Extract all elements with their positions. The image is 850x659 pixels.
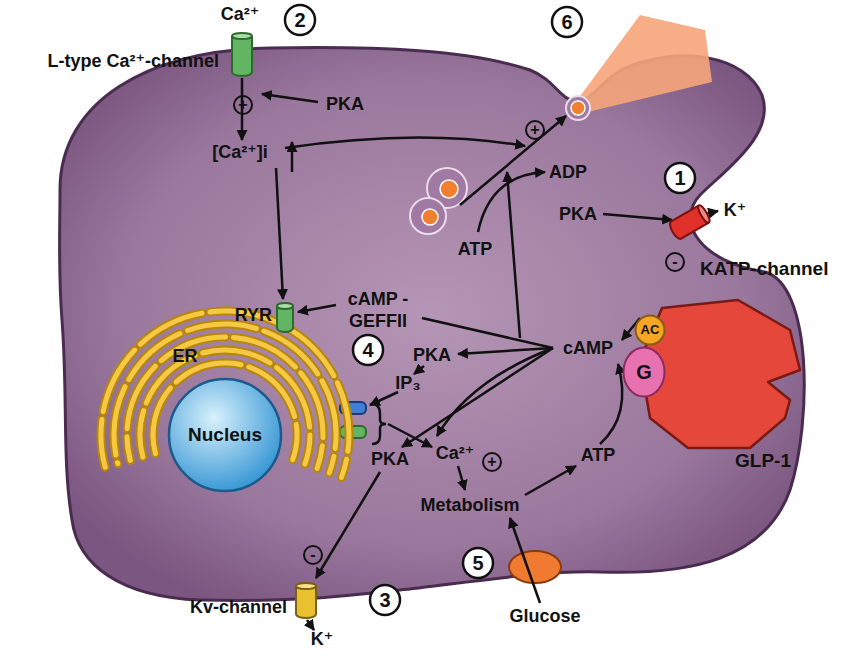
kv-channel-shape [295,582,317,618]
sign-symbol: - [303,544,323,566]
cell-membrane [60,48,805,601]
metabolite-label: ATP [445,238,505,260]
kv-channel: Kv-channel [295,582,317,618]
metabolite-label: ATP [568,444,628,466]
node-label: Nucleus [167,424,283,446]
ion-label: Ca²⁺ [425,442,485,464]
ion-label: K⁺ [715,199,755,221]
messenger-label: IP₃ [383,372,433,394]
kinase-label: PKA [402,344,462,366]
node-label: Kv-channel [115,596,287,618]
substrate-label: Glucose [500,605,590,627]
process-label: Metabolism [410,494,530,516]
sign-symbol: + [525,119,545,141]
katp-channel: KATP-channel [679,202,701,242]
g-protein: G [622,346,666,398]
insulin-granule [571,101,585,115]
messenger-label: cAMP [553,337,623,359]
node-label: GLP-1 [718,450,808,472]
ion-label: Ca²⁺ [210,3,270,25]
vesicle [410,198,446,234]
sign-symbol: + [482,451,502,473]
adenylyl-cyclase: AC [634,314,666,346]
kinase-label: PKA [360,448,420,470]
callout-number: 4 [353,339,383,361]
sign-symbol: + [233,94,253,116]
l-type-calcium-channel: L-type Ca²⁺-channel [231,32,253,76]
kinase-label: PKA [315,93,375,115]
callout-number: 3 [370,589,400,611]
node-label: KATP-channel [700,258,850,280]
callout-number: 5 [463,552,493,574]
node-label: RYR [222,304,272,326]
node-label: AC [634,319,666,341]
metabolite-label: ADP [538,161,598,183]
callout-circles [285,5,695,615]
kinase-label: PKA [548,203,608,225]
fusing-vesicle [566,96,590,120]
insulin-granule [440,180,458,198]
callout-number: 6 [552,11,582,33]
ion-label: [Ca²⁺]i [195,141,285,163]
callout-number: 2 [285,9,315,31]
ryr-channel: RYR [276,302,294,332]
nucleus: Nucleus [167,377,283,493]
secretion-flare [575,15,712,112]
node-label: ER [165,345,205,367]
sign-circles [234,96,684,564]
glucose-transporter [509,551,561,583]
ion-label: K⁺ [302,628,342,650]
sign-symbol: - [665,251,685,273]
l-type-calcium-channel-shape [231,32,253,76]
insulin-granule [422,209,438,225]
node-label: L-type Ca²⁺-channel [4,50,219,72]
node-label: G [622,361,666,383]
ryr-channel-shape [276,302,294,332]
effector-label: cAMP - GEFFII [336,288,421,332]
callout-number: 1 [665,167,695,189]
